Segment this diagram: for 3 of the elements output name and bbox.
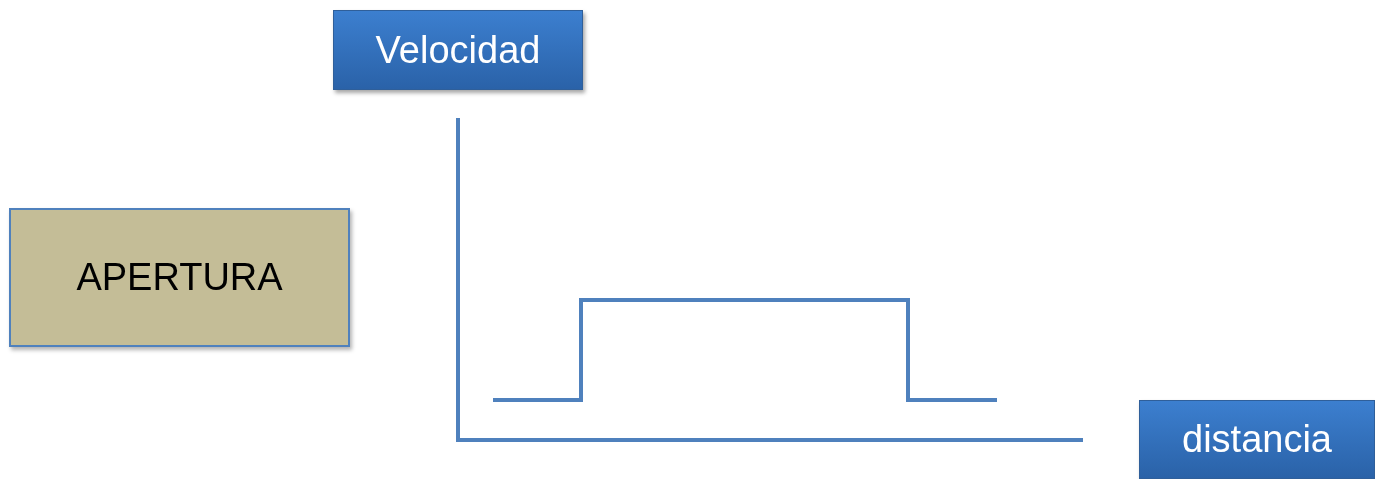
label-box: distancia: [1139, 400, 1375, 479]
label-box: APERTURA: [9, 208, 350, 347]
label-box: Velocidad: [333, 10, 583, 90]
